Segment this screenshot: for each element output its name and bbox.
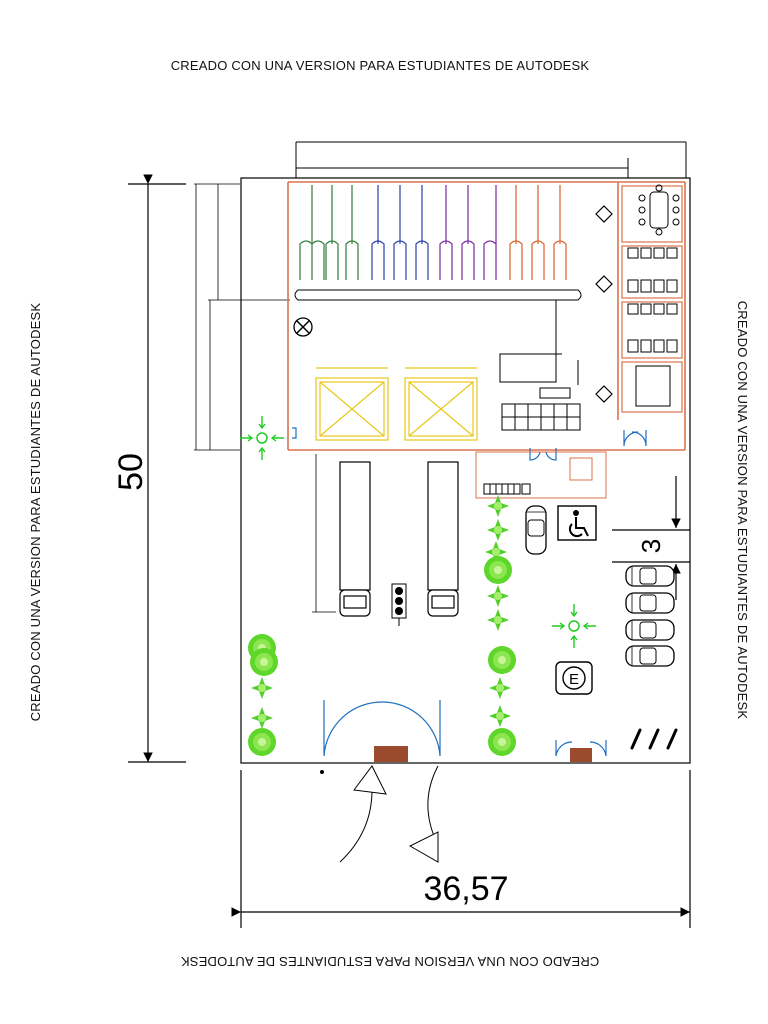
warehouse-walls (287, 181, 686, 451)
pedestrian-gate-block (570, 748, 592, 762)
access-arrows (339, 765, 439, 863)
reception-room (475, 451, 607, 499)
doors (292, 427, 647, 757)
warning-signs (595, 205, 613, 403)
meeting-table (638, 184, 680, 236)
parking-spacing-label: 3 (636, 539, 666, 553)
storage-racks (294, 185, 582, 301)
height-dimension (128, 174, 186, 763)
watermark-top: CREADO CON UNA VERSION PARA ESTUDIANTES … (171, 58, 590, 73)
width-dimension (231, 770, 691, 928)
parking-sign (555, 661, 593, 695)
left-sub-dimensions (194, 183, 290, 451)
loading-bays (315, 367, 478, 441)
evacuation-point-1 (239, 415, 285, 461)
watermark-bottom: CREADO CON UNA VERSION PARA ESTUDIANTES … (181, 954, 600, 969)
width-dimension-label: 36,57 (423, 870, 508, 908)
truck-1 (339, 461, 371, 617)
property-boundary (240, 177, 691, 764)
accessible-parking-icon (557, 505, 597, 541)
height-dimension-label: 50 (112, 453, 150, 491)
parking-sign-letter: E (569, 671, 579, 688)
planting-left (248, 634, 278, 756)
office-block (621, 185, 683, 413)
watermark-right: CREADO CON UNA VERSION PARA ESTUDIANTES … (735, 301, 750, 720)
evacuation-point-2 (551, 603, 597, 649)
bathroom-fixtures (627, 247, 678, 407)
pallet-area (499, 300, 581, 431)
top-dimension-lines (295, 141, 687, 178)
truck-dimension (312, 454, 336, 613)
restricted-symbol (293, 317, 313, 337)
planting-center (484, 495, 516, 756)
parked-cars (625, 565, 675, 667)
bench (483, 483, 531, 495)
watermark-left: CREADO CON UNA VERSION PARA ESTUDIANTES … (28, 303, 43, 722)
main-gate-block (374, 746, 408, 762)
traffic-light (391, 583, 407, 626)
parking-spacing-dimension (612, 476, 690, 600)
accessible-car (525, 505, 547, 555)
truck-2 (427, 461, 459, 617)
reference-dot (320, 770, 324, 774)
motorcycle-parking (630, 728, 678, 750)
